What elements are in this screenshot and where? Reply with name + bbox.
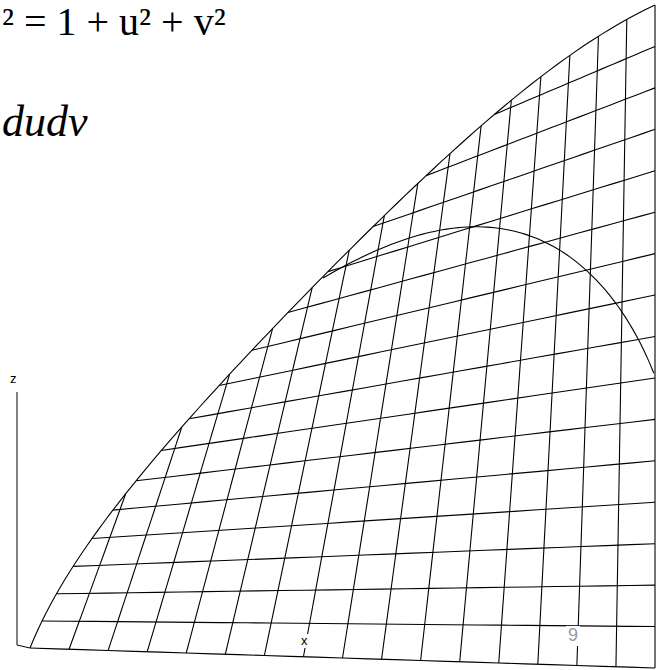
grid-line bbox=[538, 55, 570, 664]
grid-line bbox=[219, 295, 655, 385]
formula-text: ² = 1 + u² + v² bbox=[0, 0, 228, 44]
grid-line bbox=[252, 254, 655, 351]
grid-line bbox=[113, 461, 655, 510]
grid-line bbox=[426, 88, 655, 176]
page-number: 9 bbox=[566, 626, 580, 646]
axis-label: z bbox=[8, 372, 19, 386]
axis-line bbox=[17, 645, 30, 648]
grid-line bbox=[92, 502, 655, 538]
grid-line bbox=[56, 585, 655, 594]
grid-line bbox=[577, 36, 599, 665]
grid-line bbox=[186, 329, 272, 653]
grid-line bbox=[460, 100, 512, 662]
grid-line bbox=[494, 46, 655, 114]
grid-line bbox=[382, 154, 450, 660]
surface-curve bbox=[323, 227, 654, 373]
axis-line bbox=[17, 392, 18, 645]
axis-label: x bbox=[299, 634, 310, 648]
grid-line bbox=[303, 216, 384, 657]
grid-line bbox=[161, 378, 655, 450]
grid-line bbox=[108, 427, 182, 651]
grid-line bbox=[147, 374, 229, 652]
boundary-arc bbox=[30, 5, 655, 648]
grid-line bbox=[69, 494, 126, 650]
grid-line bbox=[421, 126, 481, 661]
formula-text: dudv bbox=[0, 98, 90, 146]
grid-line bbox=[373, 129, 655, 226]
grid-line bbox=[73, 544, 655, 567]
grid-line bbox=[343, 183, 418, 658]
